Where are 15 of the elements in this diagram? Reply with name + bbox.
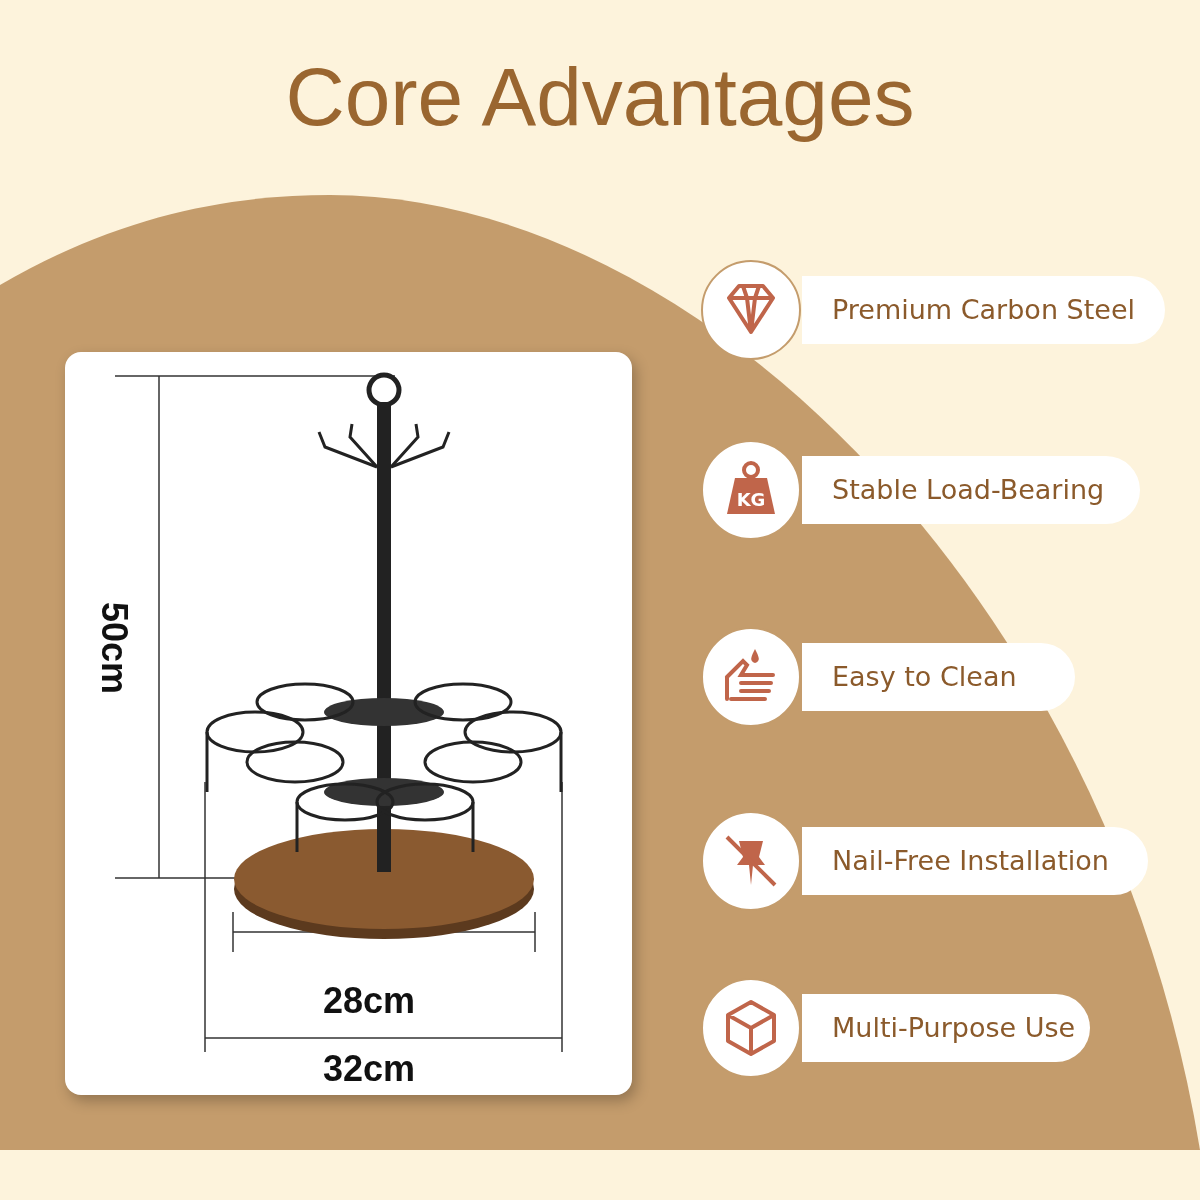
feature-pill <box>802 276 1165 344</box>
dimension-label: 28cm <box>323 980 416 1022</box>
dimension-label: 50cm <box>93 602 135 695</box>
feature-pill <box>802 456 1140 524</box>
feature-pill <box>802 994 1090 1062</box>
weight-label: KG <box>736 489 766 510</box>
feature-label: Easy to Clean <box>832 660 1017 694</box>
dimension-label: 32cm <box>323 1048 416 1090</box>
feature-label: Nail-Free Installation <box>832 844 1109 878</box>
feature-label: Stable Load-Bearing <box>832 473 1105 507</box>
feature-pill <box>802 643 1075 711</box>
feature-label: Premium Carbon Steel <box>832 293 1136 327</box>
feature-pill <box>802 827 1148 895</box>
title: Core Advantages <box>284 50 916 144</box>
feature-label: Multi-Purpose Use <box>832 1011 1076 1045</box>
